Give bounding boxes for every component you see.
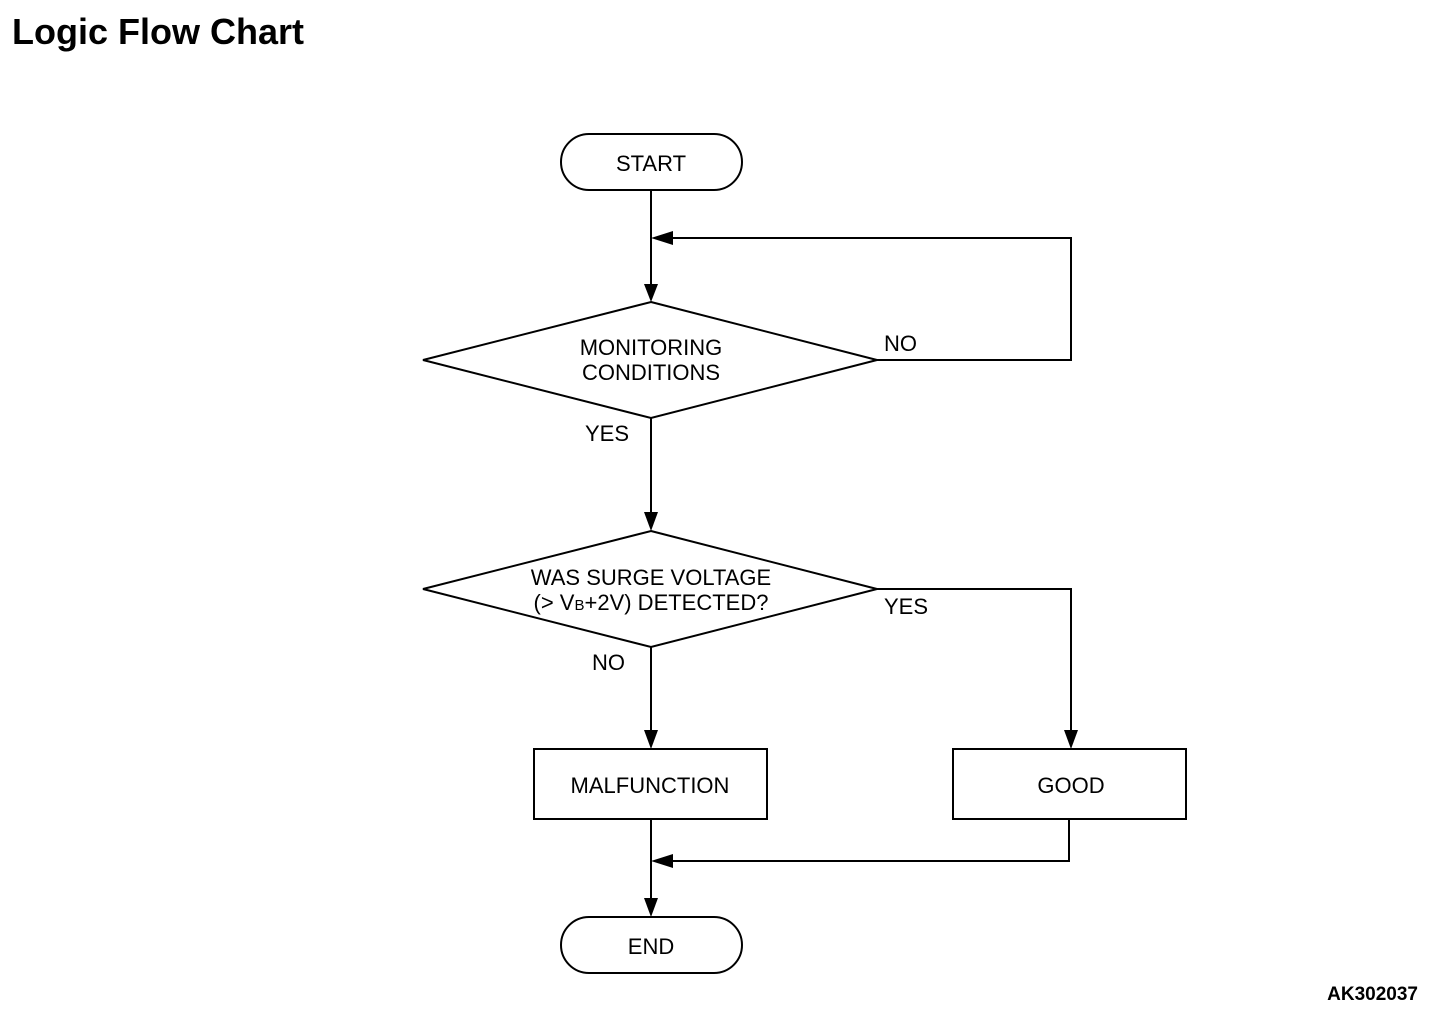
- monitoring-no-label: NO: [884, 331, 917, 356]
- end-label: END: [628, 934, 674, 959]
- malfunction-label: MALFUNCTION: [571, 773, 730, 798]
- surge-label-line2: (> VB+2V) DETECTED?: [534, 590, 769, 615]
- arrowhead-left: [651, 854, 673, 868]
- good-node: GOOD: [952, 748, 1187, 820]
- connector-malfunction-to-end: [644, 819, 658, 917]
- start-node: START: [560, 133, 743, 191]
- monitoring-yes-label: YES: [585, 421, 629, 446]
- page-title: Logic Flow Chart: [12, 11, 304, 52]
- monitoring-conditions-decision: MONITORING CONDITIONS: [422, 300, 878, 420]
- start-label: START: [616, 151, 686, 176]
- connector-surge-no-to-malfunction: [644, 647, 658, 749]
- arrowhead-down: [644, 512, 658, 531]
- surge-label-line1: WAS SURGE VOLTAGE: [531, 565, 771, 590]
- connector-surge-yes-to-good: [877, 588, 1078, 749]
- end-node: END: [560, 916, 743, 974]
- connector-monitoring-no-loop: [651, 231, 1072, 361]
- arrowhead-down: [644, 898, 658, 917]
- surge-label-subscript: B: [574, 597, 584, 614]
- connector-monitoring-to-surge: [644, 418, 658, 531]
- surge-yes-label: YES: [884, 594, 928, 619]
- connector-start-to-monitoring: [644, 190, 658, 302]
- connector-good-to-end: [651, 819, 1070, 868]
- arrowhead-down: [644, 730, 658, 749]
- arrowhead-down: [1064, 730, 1078, 749]
- arrowhead-left: [651, 231, 673, 245]
- surge-voltage-decision: WAS SURGE VOLTAGE (> VB+2V) DETECTED?: [422, 529, 878, 649]
- monitoring-label-line2: CONDITIONS: [582, 360, 720, 385]
- malfunction-node: MALFUNCTION: [533, 748, 768, 820]
- figure-id: AK302037: [1327, 984, 1418, 1005]
- surge-no-label: NO: [592, 650, 625, 675]
- arrowhead-down: [644, 284, 658, 302]
- good-label: GOOD: [1037, 773, 1104, 798]
- monitoring-label-line1: MONITORING: [580, 335, 723, 360]
